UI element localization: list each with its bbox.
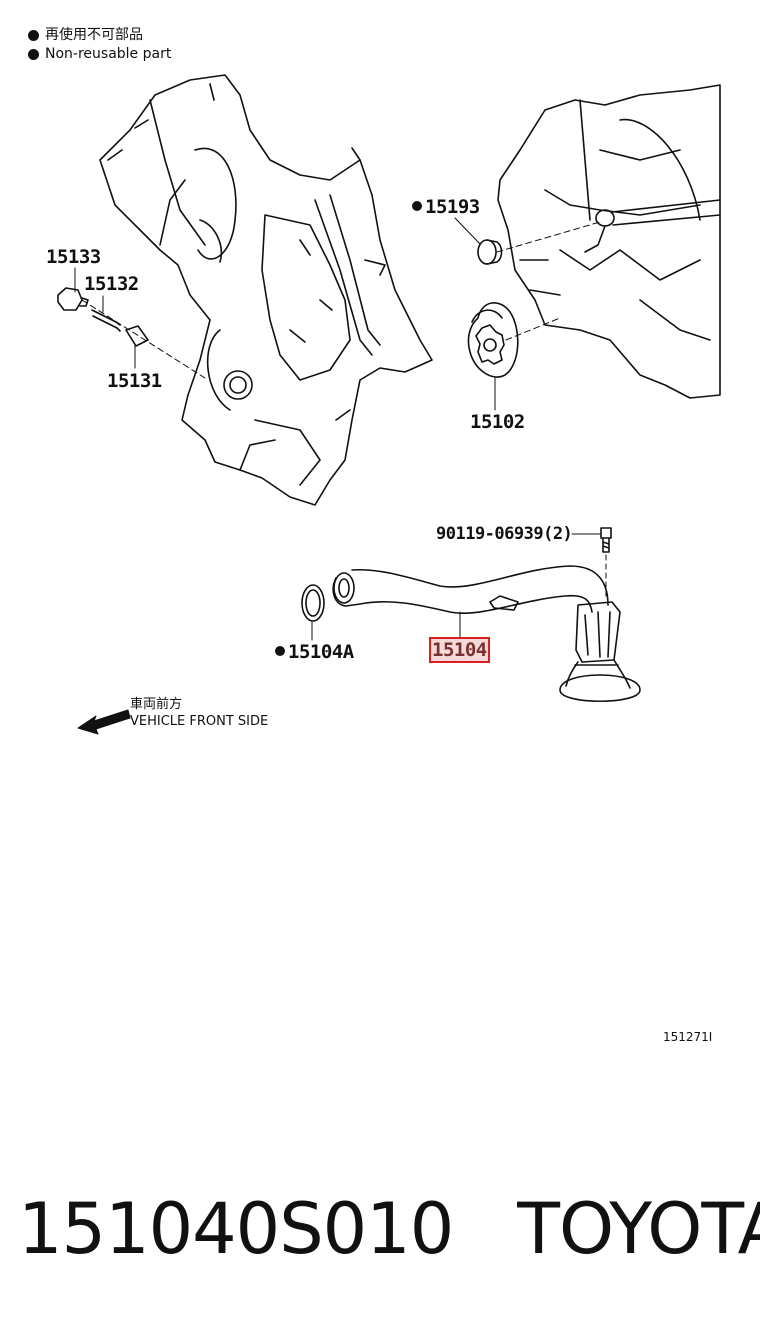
part-number-90119: 90119-06939(2) — [436, 524, 573, 544]
seal-drawing — [477, 239, 503, 265]
part-number-15102: 15102 — [470, 411, 525, 433]
bullet-icon — [28, 30, 39, 41]
oil-strainer-drawing — [332, 565, 641, 702]
vehicle-front-label: 車両前方 VEHICLE FRONT SIDE — [130, 696, 268, 730]
parts-diagram — [57, 74, 721, 735]
part-label-15133: 15133 — [46, 246, 101, 268]
non-reusable-dot-icon — [275, 646, 285, 656]
part-label-15193: 15193 — [412, 196, 480, 218]
leader-lines — [74, 217, 607, 641]
legend-row-english: Non-reusable part — [28, 45, 171, 64]
part-number-15131: 15131 — [107, 370, 162, 392]
part-number-15133: 15133 — [46, 246, 101, 268]
legend-row-japanese: 再使用不可部品 — [28, 26, 171, 45]
illustration-reference-code: 151271I — [663, 1030, 713, 1044]
bolt-drawing — [600, 527, 612, 553]
part-label-15132: 15132 — [84, 273, 139, 295]
legend-japanese-label: 再使用不可部品 — [45, 27, 143, 43]
vehicle-front-japanese: 車両前方 — [130, 697, 183, 712]
part-number-15104A: 15104A — [288, 641, 354, 663]
part-label-15104A: 15104A — [275, 641, 354, 663]
engine-block-drawing — [497, 84, 721, 399]
legend-english-label: Non-reusable part — [45, 46, 172, 62]
part-label-15131: 15131 — [107, 370, 162, 392]
footer-brand: TOYOTA — [517, 1188, 760, 1270]
part-number-15132: 15132 — [84, 273, 139, 295]
part-number-15193: 15193 — [425, 196, 480, 218]
gasket-drawing — [301, 584, 325, 622]
vehicle-front-english: VEHICLE FRONT SIDE — [130, 714, 269, 729]
non-reusable-dot-icon — [412, 201, 422, 211]
front-direction-arrow-icon — [77, 709, 131, 735]
footer-part-number: 151040S010 — [18, 1188, 454, 1270]
part-label-15102: 15102 — [470, 411, 525, 433]
oil-pump-rotor-drawing — [467, 302, 519, 378]
bullet-icon — [28, 49, 39, 60]
footer: 151040S010 TOYOTA — [18, 1188, 760, 1270]
timing-cover-drawing — [99, 74, 433, 506]
part-label-15104[interactable]: 15104 — [429, 637, 490, 663]
part-number-15104-highlighted[interactable]: 15104 — [429, 637, 490, 663]
part-label-90119: 90119-06939(2) — [436, 524, 573, 544]
legend: 再使用不可部品 Non-reusable part — [28, 26, 171, 64]
